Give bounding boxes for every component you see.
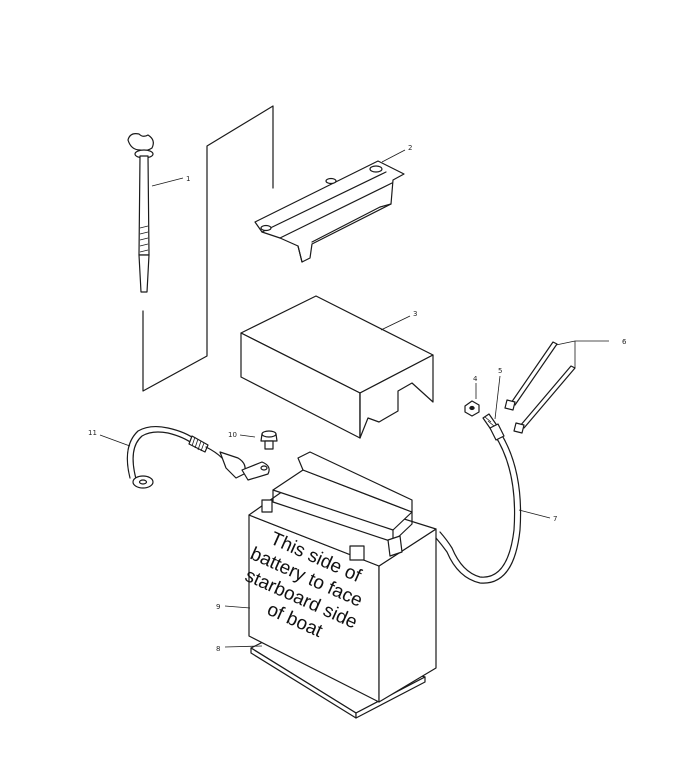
- callout-leaders: [99, 149, 609, 648]
- callout-2: 2: [408, 144, 412, 152]
- callout-8: 8: [216, 645, 220, 653]
- part-7-positive-cable: [435, 423, 522, 584]
- part-10-bolt: [260, 430, 278, 450]
- callout-11: 11: [88, 429, 97, 437]
- callout-5: 5: [498, 367, 502, 375]
- part-3-battery-cover: [240, 295, 434, 439]
- callout-10: 10: [228, 431, 237, 439]
- part-4-nut: [464, 400, 480, 417]
- part-2-bracket: [254, 160, 405, 263]
- callout-numbers: 1 2 3 4 5 6 7 8 9 10 11: [88, 144, 627, 653]
- part-1-hold-down-rod: [127, 133, 154, 293]
- callout-1: 1: [186, 175, 190, 183]
- part-9-battery: [248, 451, 437, 703]
- part-11-cable: [126, 425, 270, 489]
- callout-3: 3: [413, 310, 417, 318]
- callout-6: 6: [622, 338, 627, 346]
- callout-7: 7: [553, 515, 557, 523]
- part-6-cable-ties: [504, 341, 576, 434]
- callout-4: 4: [473, 375, 478, 383]
- assembly-leader-line: [142, 105, 274, 392]
- callout-9: 9: [216, 603, 220, 611]
